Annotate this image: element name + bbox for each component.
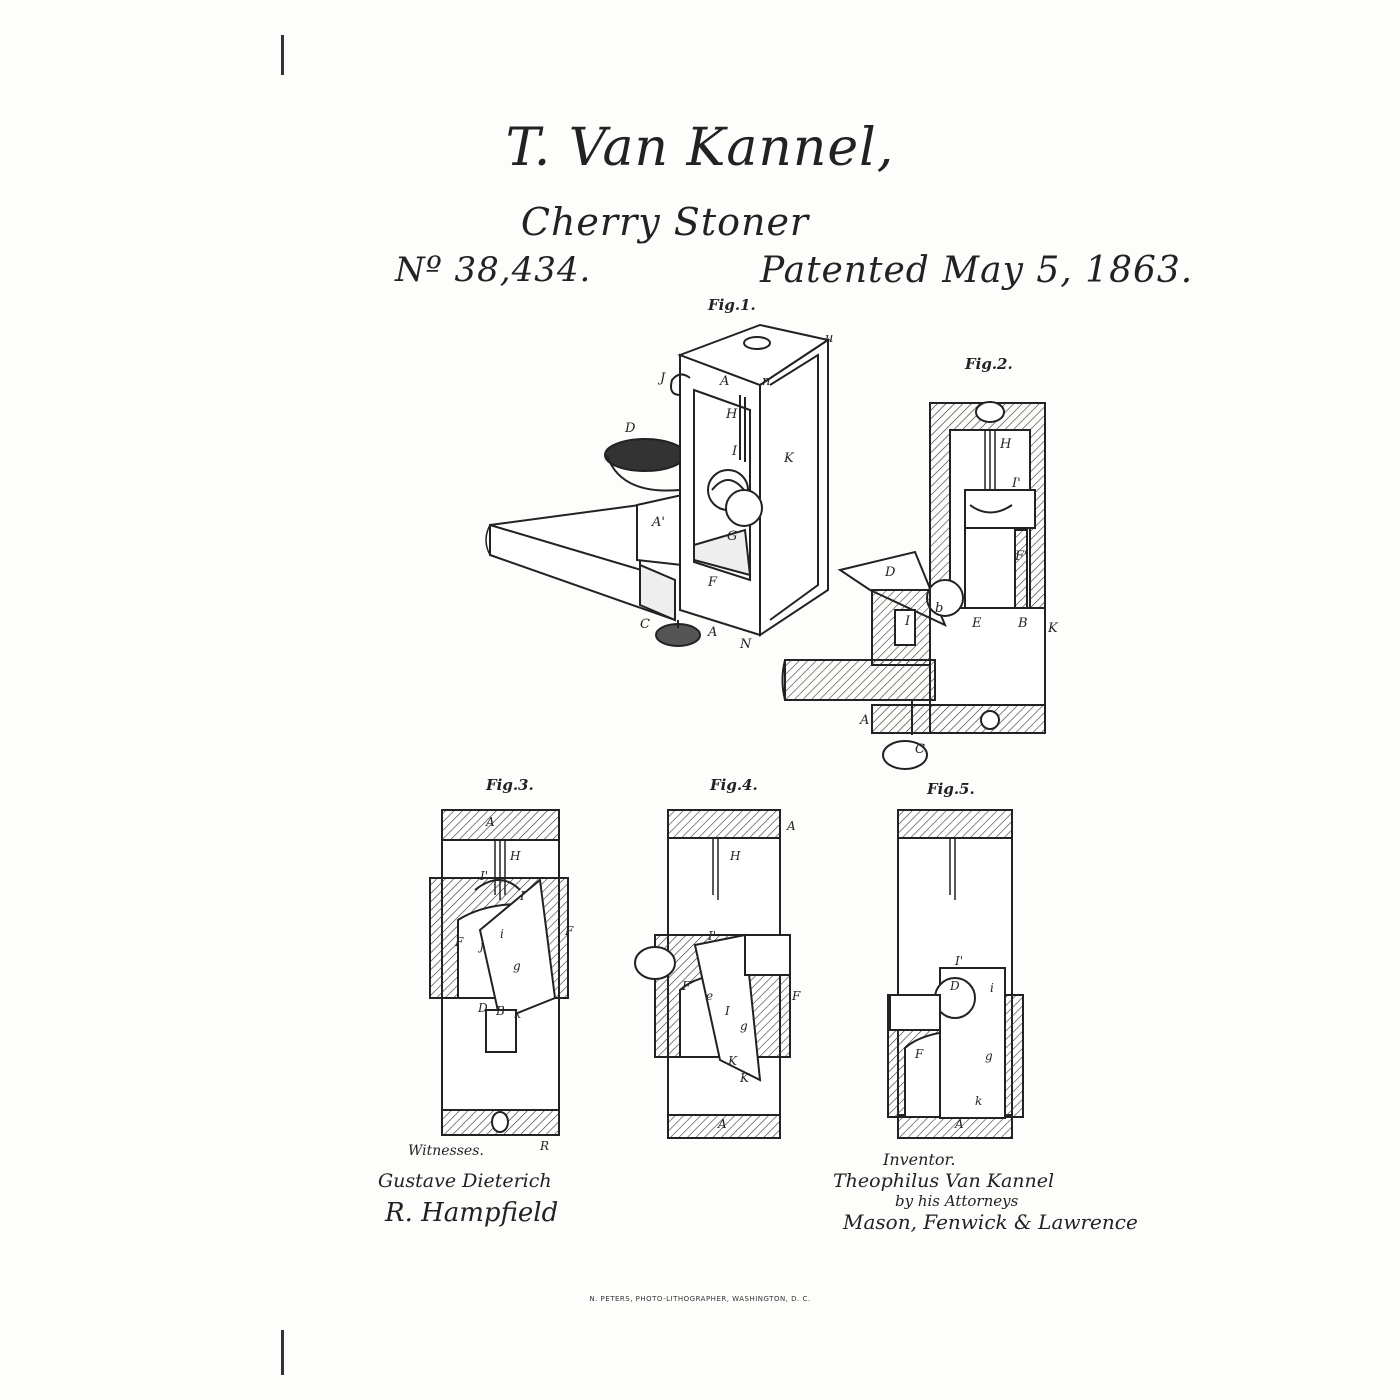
svg-text:I': I': [479, 869, 488, 883]
svg-text:b: b: [935, 601, 943, 616]
fig2-label: Fig.2.: [965, 355, 1013, 373]
svg-text:K: K: [727, 1054, 738, 1068]
fig2-letter-labels: H I' F' DbE B K I A C: [859, 437, 1059, 757]
svg-text:A: A: [707, 625, 717, 640]
patent-number: Nº 38,434.: [395, 250, 592, 290]
svg-text:D: D: [949, 979, 960, 993]
edge-mark-top: [281, 35, 284, 75]
inventor-signature: Theophilus Van Kannel: [833, 1170, 1055, 1192]
svg-text:A: A: [719, 374, 729, 389]
svg-text:D: D: [884, 565, 896, 580]
svg-text:H: H: [725, 407, 738, 422]
svg-text:E: E: [971, 616, 982, 631]
svg-text:I: I: [724, 1004, 730, 1018]
svg-text:B: B: [1017, 616, 1028, 631]
svg-text:A: A: [485, 815, 495, 829]
svg-text:F: F: [681, 979, 691, 993]
svg-text:H: H: [999, 437, 1012, 452]
witnesses-heading: Witnesses.: [408, 1143, 484, 1159]
fig4-letter-labels: A H I' F Fe IgK K A: [681, 819, 801, 1131]
svg-text:i: i: [500, 927, 504, 941]
fig4-label: Fig.4.: [710, 776, 758, 794]
inventor-heading-label: Inventor.: [883, 1150, 956, 1169]
fig5-sectional-view: [887, 809, 1024, 1139]
svg-text:D: D: [624, 421, 636, 436]
svg-text:D: D: [477, 1001, 488, 1015]
svg-text:C: C: [915, 742, 925, 757]
svg-text:u: u: [825, 331, 833, 346]
svg-text:H: H: [729, 849, 741, 863]
attorney-by-line: by his Attorneys: [895, 1192, 1019, 1210]
svg-text:F: F: [564, 924, 574, 938]
patent-date: Patented May 5, 1863.: [760, 250, 1194, 291]
fig4-sectional-view: [634, 809, 791, 1139]
svg-text:I': I': [1011, 476, 1021, 491]
svg-text:G: G: [727, 529, 737, 544]
svg-text:k: k: [514, 1007, 521, 1021]
svg-text:F: F: [791, 989, 801, 1003]
fig3-label: Fig.3.: [486, 776, 534, 794]
svg-text:R: R: [539, 1139, 549, 1153]
fig5-label: Fig.5.: [927, 780, 975, 798]
svg-text:J: J: [657, 371, 666, 386]
svg-text:F: F: [914, 1047, 924, 1061]
svg-text:B: B: [495, 1004, 505, 1018]
svg-text:K: K: [739, 1071, 750, 1085]
svg-text:I: I: [904, 614, 911, 629]
svg-text:C: C: [640, 617, 650, 632]
svg-text:g: g: [740, 1019, 748, 1033]
svg-text:I': I': [954, 954, 963, 968]
svg-text:A: A: [786, 819, 796, 833]
fig2-sectional-view: [781, 401, 1046, 770]
svg-text:k: k: [975, 1094, 982, 1108]
svg-text:K: K: [783, 451, 795, 466]
inventor-heading: T. Van Kannel,: [505, 118, 895, 178]
svg-text:K: K: [1047, 621, 1059, 636]
attorneys-signature: Mason, Fenwick & Lawrence: [843, 1210, 1138, 1234]
fig1-label: Fig.1.: [708, 296, 756, 314]
svg-text:F': F': [1014, 549, 1028, 564]
printer-imprint: N. PETERS, PHOTO-LITHOGRAPHER, WASHINGTO…: [589, 1295, 811, 1303]
svg-text:N: N: [739, 637, 752, 652]
svg-text:n: n: [762, 374, 770, 389]
svg-text:I': I': [707, 929, 716, 943]
svg-text:j: j: [477, 939, 484, 953]
svg-text:F: F: [454, 935, 464, 949]
svg-text:A: A: [954, 1117, 964, 1131]
svg-text:F: F: [707, 575, 718, 590]
svg-text:I: I: [519, 889, 525, 903]
svg-text:g: g: [985, 1049, 993, 1063]
svg-text:A: A: [859, 713, 869, 728]
svg-text:H: H: [509, 849, 521, 863]
invention-title: Cherry Stoner: [520, 200, 810, 244]
witness-signature-1: Gustave Dieterich: [378, 1170, 552, 1192]
svg-text:I: I: [731, 444, 738, 459]
svg-text:g: g: [513, 959, 521, 973]
svg-text:i: i: [990, 981, 994, 995]
witness-signature-2: R. Hampfield: [385, 1198, 559, 1228]
fig3-sectional-view: [429, 809, 569, 1136]
svg-text:e: e: [706, 989, 713, 1003]
edge-mark-bottom: [281, 1330, 284, 1375]
svg-text:A': A': [651, 515, 665, 530]
svg-text:A: A: [717, 1117, 727, 1131]
fig1-perspective-view: [485, 323, 831, 647]
